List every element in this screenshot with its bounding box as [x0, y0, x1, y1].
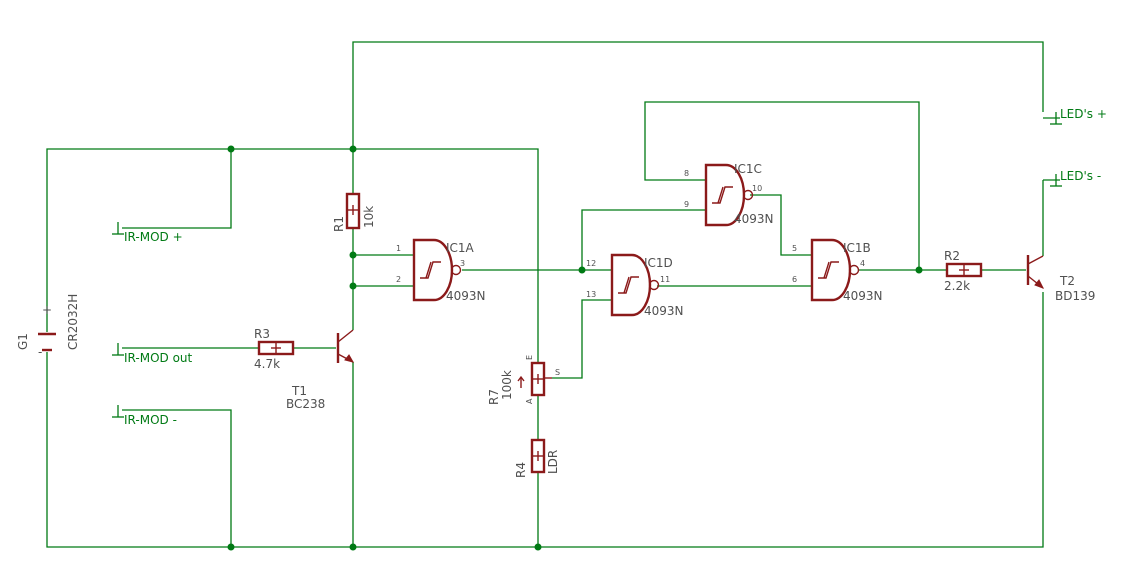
ic1d-name: IC1D — [644, 256, 673, 270]
r3-name: R3 — [254, 327, 270, 341]
ic1d-pin12: 12 — [586, 259, 596, 268]
ic1a-pin2: 2 — [396, 275, 401, 284]
ic1a-name: IC1A — [446, 241, 475, 255]
wire-to-ic1c-9 — [581, 209, 706, 270]
r4-name: R4 — [514, 462, 528, 478]
wires — [46, 41, 1060, 548]
t1-name: T1 — [291, 384, 307, 398]
label-ir-mod-out: IR-MOD out — [124, 351, 193, 365]
wire-feedback — [644, 101, 920, 270]
ic1a-pin3: 3 — [460, 259, 465, 268]
t1-value: BC238 — [286, 397, 325, 411]
r1-name: R1 — [332, 216, 346, 232]
g1-value: CR2032H — [66, 294, 80, 350]
r7-pin-a: A — [525, 398, 534, 404]
ic1c-pin8: 8 — [684, 169, 689, 178]
ic1a-value: 4093N — [446, 289, 486, 303]
r7-pin-e: E — [525, 355, 534, 360]
junctions — [227, 145, 923, 551]
wire-pot-wiper — [552, 299, 612, 379]
r2-name: R2 — [944, 249, 960, 263]
ic1c-pin9: 9 — [684, 200, 689, 209]
gate-ic1d: 12 13 11 IC1D 4093N — [586, 253, 684, 318]
ic1a-pin1: 1 — [396, 244, 401, 253]
ic1d-pin13: 13 — [586, 290, 596, 299]
t2-value: BD139 — [1055, 289, 1095, 303]
ic1d-value: 4093N — [644, 304, 684, 318]
net-connectors — [112, 112, 1062, 418]
ic1d-pin11: 11 — [660, 275, 670, 284]
ic1c-name: IC1C — [734, 162, 762, 176]
wire-ic1c-out — [750, 194, 812, 256]
battery-g1: + - G1 CR2032H — [16, 294, 80, 359]
ic1b-value: 4093N — [843, 289, 883, 303]
gate-ic1b: 5 6 4 IC1B 4093N — [792, 238, 883, 303]
ic1c-pin10: 10 — [752, 184, 762, 193]
resistor-r1: R1 10k — [332, 192, 376, 232]
potentiometer-r7: S E A R7 100k — [487, 355, 560, 405]
gate-ic1c: 8 9 10 IC1C 4093N — [684, 162, 774, 227]
resistor-r4: R4 LDR — [514, 438, 560, 478]
ic1b-pin5: 5 — [792, 244, 797, 253]
label-leds-minus: LED's - — [1060, 169, 1101, 183]
wire-irmod-minus — [122, 409, 232, 547]
ic1b-name: IC1B — [843, 241, 871, 255]
label-ir-mod-minus: IR-MOD - — [124, 413, 177, 427]
gate-ic1a: 1 2 3 IC1A 4093N — [396, 238, 486, 303]
t2-name: T2 — [1059, 274, 1075, 288]
transistor-t1: T1 BC238 — [286, 329, 355, 411]
ic1b-pin4: 4 — [860, 259, 865, 268]
resistor-r3: R3 4.7k — [254, 327, 295, 371]
label-leds-plus: LED's + — [1060, 107, 1107, 121]
wire-top-rail — [352, 41, 1044, 148]
r4-value: LDR — [546, 450, 560, 474]
r3-value: 4.7k — [254, 357, 280, 371]
wire-vcc-rail — [46, 148, 539, 363]
wire-gnd-rail — [46, 292, 1044, 548]
r7-name: R7 — [487, 389, 501, 405]
ic1b-pin6: 6 — [792, 275, 797, 284]
r7-value: 100k — [500, 370, 514, 400]
ic1c-value: 4093N — [734, 212, 774, 226]
g1-minus-label: - — [38, 345, 42, 359]
label-ir-mod-plus: IR-MOD + — [124, 230, 183, 244]
resistor-r2: R2 2.2k — [944, 249, 983, 293]
g1-plus-label: + — [42, 303, 52, 317]
transistor-t2: T2 BD139 — [1026, 255, 1095, 303]
net-labels: IR-MOD + IR-MOD out IR-MOD - LED's + LED… — [124, 107, 1107, 427]
r1-value: 10k — [362, 206, 376, 228]
r2-value: 2.2k — [944, 279, 970, 293]
wire-irmod-plus — [122, 149, 232, 229]
r7-pin-s: S — [555, 368, 560, 377]
g1-name: G1 — [16, 333, 30, 350]
